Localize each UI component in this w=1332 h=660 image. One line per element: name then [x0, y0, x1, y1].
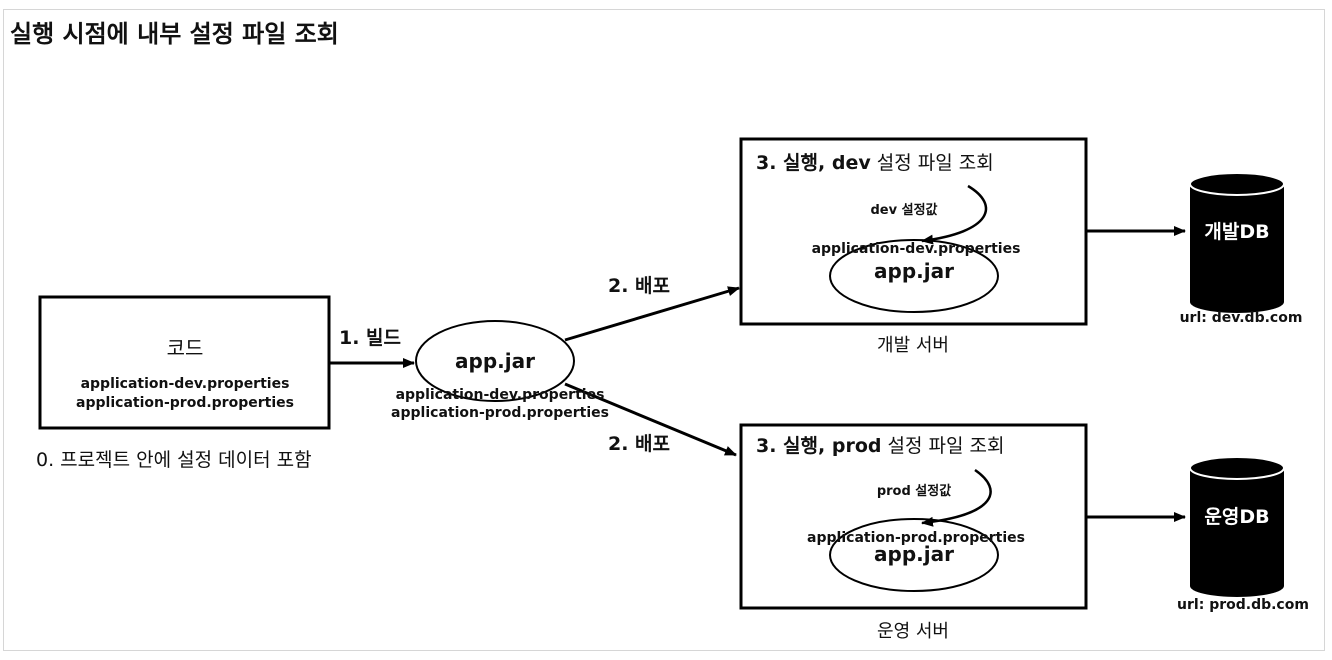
prod-config-curve-arrow: [921, 468, 992, 527]
dev-jar-label: app.jar: [874, 259, 954, 283]
dev-jar-ellipse: [829, 239, 999, 313]
prod-step-title: 3. 실행, prod 설정 파일 조회: [756, 437, 1004, 456]
jar-props-prod: application-prod.properties: [391, 405, 609, 421]
prod-step-suffix: 설정 파일 조회: [881, 435, 1005, 457]
dev-step-title: 3. 실행, dev 설정 파일 조회: [756, 154, 994, 173]
dev-config-curve-arrow: [921, 184, 988, 245]
prod-jar-label: app.jar: [874, 542, 954, 566]
jar-ellipse: [415, 320, 575, 402]
prod-step-prefix: 3. 실행,: [756, 435, 832, 457]
code-props-prod: application-prod.properties: [76, 395, 294, 411]
code-props-dev: application-dev.properties: [80, 376, 290, 392]
diagram-frame: [3, 9, 1325, 651]
prod-step-env: prod: [831, 435, 882, 457]
deploy-label-bottom: 2. 배포: [608, 433, 671, 455]
prod-db-cylinder: [1189, 456, 1285, 597]
deploy-label-top: 2. 배포: [608, 275, 671, 297]
deploy-dev-arrow: [564, 286, 740, 342]
prod-jar-ellipse: [829, 518, 999, 592]
dev-props: application-dev.properties: [811, 241, 1021, 257]
dev-value-label: dev 설정값: [870, 203, 938, 218]
code-label: 코드: [166, 336, 204, 360]
jar-label: app.jar: [455, 349, 535, 373]
dev-db-label: 개발DB: [1204, 221, 1270, 243]
build-label: 1. 빌드: [339, 327, 402, 349]
jar-props-dev: application-dev.properties: [395, 387, 605, 403]
dev-server-caption: 개발 서버: [877, 335, 949, 356]
prod-db-label: 운영DB: [1204, 506, 1270, 528]
prod-props: application-prod.properties: [807, 530, 1025, 546]
dev-db-cylinder: [1189, 172, 1285, 313]
dev-step-suffix: 설정 파일 조회: [870, 152, 994, 174]
dev-step-env: dev: [831, 152, 871, 174]
diagram-title: 실행 시점에 내부 설정 파일 조회: [10, 20, 339, 48]
dev-db-url: url: dev.db.com: [1179, 310, 1303, 326]
deploy-prod-arrow: [564, 382, 737, 457]
prod-db-url: url: prod.db.com: [1177, 597, 1309, 613]
prod-server-caption: 운영 서버: [877, 621, 949, 642]
project-caption: 0. 프로젝트 안에 설정 데이터 포함: [36, 449, 312, 471]
prod-value-label: prod 설정값: [876, 484, 952, 499]
dev-step-prefix: 3. 실행,: [756, 152, 832, 174]
